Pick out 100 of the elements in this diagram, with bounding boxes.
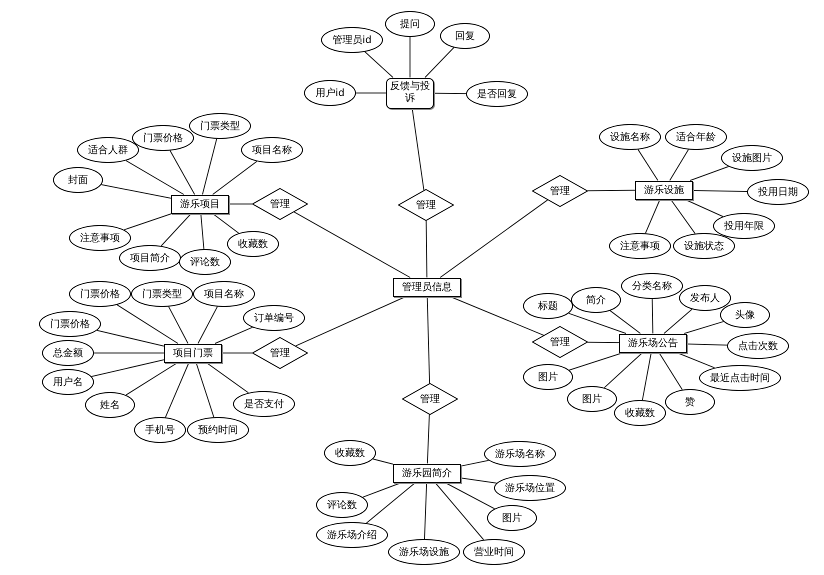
attribute-ellipse: [665, 124, 727, 150]
attribute-label: 图片: [502, 512, 522, 525]
attribute-ellipse: [69, 225, 131, 251]
attribute-ellipse: [179, 249, 231, 275]
entity-label: 游乐项目: [180, 198, 220, 211]
connector-line: [372, 458, 394, 465]
entity-label: 游乐场公告: [628, 336, 678, 350]
entity-label: 游乐园简介: [402, 466, 452, 480]
entity-box: [619, 334, 687, 352]
attribute-label: 游乐场介绍: [327, 528, 377, 542]
connector-line: [434, 482, 484, 540]
attribute-label: 营业时间: [474, 546, 514, 559]
connector-line: [364, 51, 394, 78]
attribute-ellipse: [316, 522, 388, 548]
attribute-label: 适合年龄: [676, 130, 716, 144]
attribute-ellipse: [53, 167, 103, 193]
entity-box: [393, 278, 461, 296]
connector-line: [426, 414, 430, 464]
attribute-ellipse: [721, 145, 783, 171]
relationship-label: 管理: [270, 347, 290, 360]
connector-line: [670, 199, 696, 234]
attribute-ellipse: [316, 492, 368, 518]
connector-line: [568, 312, 627, 334]
attribute-label: 评论数: [327, 499, 357, 512]
connector-line: [168, 306, 188, 344]
connector-line: [669, 149, 689, 181]
relationship-label: 管理: [416, 199, 436, 212]
attribute-label: 管理员id: [332, 34, 372, 47]
connector-line: [196, 362, 214, 418]
connector-line: [100, 184, 172, 199]
relationship-diamond: [532, 326, 588, 358]
attribute-ellipse: [673, 233, 735, 259]
relationship-diamond: [402, 383, 458, 415]
entity-label: 管理员信息: [402, 280, 452, 294]
attribute-label: 图片: [538, 370, 558, 384]
attribute-ellipse: [665, 389, 715, 415]
relationship-label: 管理: [550, 185, 570, 198]
attribute-ellipse: [85, 392, 135, 418]
relationship-diamond: [252, 337, 308, 369]
attribute-label: 注意事项: [620, 240, 660, 253]
attribute-label: 门票价格: [80, 288, 120, 301]
attribute-label: 标题: [538, 300, 558, 313]
attribute-label: 发布人: [690, 292, 720, 305]
attribute-label: 图片: [582, 392, 602, 406]
attribute-label: 预约时间: [198, 424, 238, 437]
connector-line: [460, 460, 490, 467]
attribute-label: 项目简介: [130, 252, 170, 265]
attribute-ellipse: [227, 231, 279, 257]
connector-line: [366, 482, 416, 524]
attribute-label: 投用日期: [758, 186, 798, 199]
relationship-label: 管理: [550, 336, 570, 349]
attribute-ellipse: [484, 441, 556, 467]
entity-box: [171, 194, 229, 214]
connector-line: [690, 166, 730, 181]
entity-box: [164, 344, 222, 362]
attribute-label: 门票类型: [200, 120, 240, 133]
connector-line: [212, 213, 240, 234]
connector-line: [586, 342, 620, 344]
connector-line: [652, 298, 654, 334]
attribute-label: 姓名: [100, 399, 120, 412]
connector-line: [604, 352, 644, 388]
entity-box: [635, 180, 693, 200]
connector-line: [116, 304, 179, 344]
connector-line: [638, 149, 658, 181]
attribute-ellipse: [42, 369, 94, 395]
attribute-label: 收藏数: [335, 446, 365, 460]
attribute-ellipse: [614, 400, 666, 426]
connector-line: [424, 482, 428, 540]
connector-line: [658, 352, 683, 390]
entity-label: 游乐设施: [644, 184, 684, 197]
connector-line: [202, 138, 218, 195]
connector-line: [444, 482, 495, 510]
attribute-label: 评论数: [190, 256, 220, 269]
attribute-ellipse: [679, 285, 731, 311]
attribute-label: 游乐场设施: [399, 546, 449, 559]
attribute-ellipse: [324, 440, 376, 466]
attribute-label: 手机号: [145, 424, 175, 437]
entity-label: 项目门票: [173, 346, 213, 360]
connector-line: [164, 362, 190, 418]
attribute-ellipse: [720, 302, 770, 328]
connector-line: [294, 211, 411, 278]
attribute-label: 投用年限: [724, 220, 764, 233]
connector-line: [460, 477, 498, 484]
attribute-label: 注意事项: [80, 232, 120, 245]
connector-line: [198, 306, 218, 344]
attribute-ellipse: [567, 386, 617, 412]
attribute-ellipse: [699, 365, 781, 391]
connector-line: [212, 160, 258, 195]
connector-line: [692, 190, 748, 192]
connector-line: [424, 47, 454, 78]
attribute-ellipse: [304, 80, 356, 106]
relationship-diamond: [252, 188, 308, 220]
connector-line: [126, 160, 184, 195]
connector-line: [96, 330, 164, 347]
connector-line: [440, 199, 548, 278]
attribute-label: 是否支付: [244, 398, 284, 411]
attribute-ellipse: [42, 340, 94, 366]
attribute-label: 赞: [685, 396, 695, 409]
attribute-label: 游乐场位置: [505, 482, 555, 495]
connector-line: [426, 296, 430, 384]
